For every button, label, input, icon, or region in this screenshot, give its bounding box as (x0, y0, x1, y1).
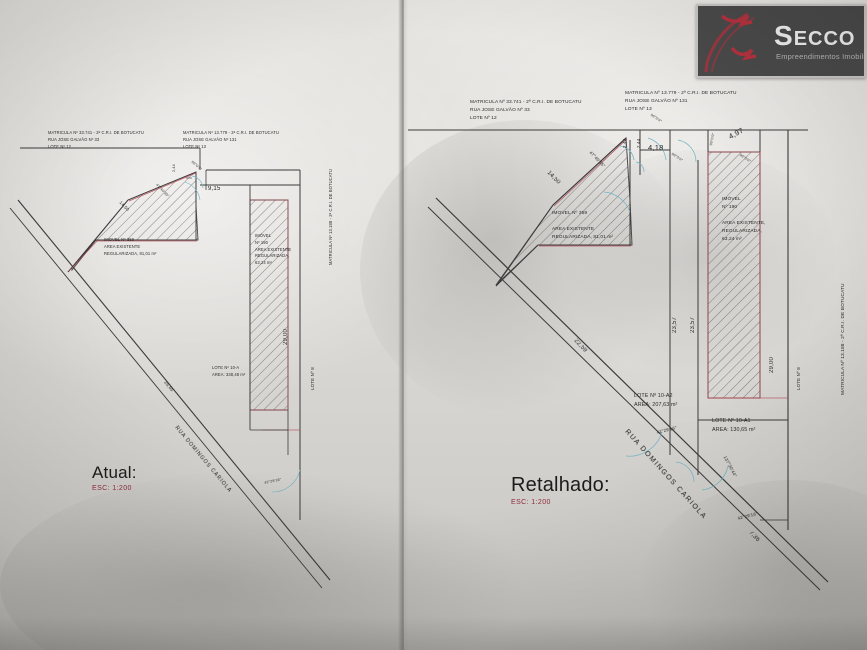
left-dim-top-width: 9,15 (208, 186, 221, 192)
logo-swoosh-icon (704, 12, 757, 73)
left-title-block: Atual: ESC: 1:200 (92, 463, 137, 492)
logo-wordmark: SECCO (774, 20, 856, 51)
right-dim-mid-vert-1: 23,57 (672, 316, 678, 333)
left-lot-right-label: LOTE Nº 8 (310, 367, 315, 390)
left-title: Atual: (92, 463, 137, 482)
right-plan-drawing (408, 0, 867, 650)
left-lot-label: LOTE Nº 10-A AREA: 338,48 m² (212, 365, 246, 377)
logo-tagline: Empreendimentos Imobiliários (776, 52, 866, 61)
left-matricula-right-label: MATRICULA Nº 13.188 - 2ª C.R.I. DE BOTUC… (328, 169, 333, 265)
right-lot-a1-label: LOTE Nº 10-A1 AREA: 130,65 m² (712, 418, 756, 433)
right-title-block: Retalhado: ESC: 1:200 (511, 474, 610, 506)
left-scale: ESC: 1:200 (92, 485, 132, 492)
right-parcel-a-label: IMOVEL Nº 359 AREA EXISTENTE REGULARIZAD… (552, 211, 614, 240)
left-parcel-a-label: IMOVEL Nº 359 AREA EXISTENTE REGULARIZAD… (104, 237, 157, 256)
right-header-left-block: MATRICULA Nº 33.741 - 2ª C.R.I. DE BOTUC… (470, 100, 582, 121)
right-scale: ESC: 1:200 (511, 499, 551, 506)
left-plan-drawing (0, 0, 400, 650)
left-header-right-block: MATRICULA Nº 13.779 - 2ª C.R.I. DE BOTUC… (183, 130, 279, 149)
right-dim-right-vert: 29,00 (769, 356, 775, 373)
left-dim-right-vert: 29,00 (283, 328, 289, 345)
right-lot-right-label: LOTE Nº 8 (796, 367, 801, 390)
right-dim-mid-vert-2: 23,57 (690, 316, 696, 333)
right-lot-a2-label: LOTE Nº 10-A2 AREA: 207,63 m² (634, 393, 678, 408)
right-parcel-b-label: IMÓVEL Nº 190 AREA EXISTENTE, REGULARIZA… (722, 197, 766, 242)
right-dim-short-vert-1: 2,44 (622, 138, 627, 148)
right-dim-top-gap: 4,18 (648, 143, 664, 152)
right-dim-short-vert-2: 2,44 (636, 138, 641, 148)
right-title: Retalhado: (511, 474, 610, 496)
secco-logo: SECCO Empreendimentos Imobiliários (696, 4, 866, 78)
left-parcel-b-label: IMÓVEL Nº 190 AREA EXISTENTE REGULARIZAD… (255, 233, 292, 265)
left-dim-short-vert: 2,44 (172, 164, 176, 172)
right-matricula-right-label: MATRICULA Nº 13.188 - 2ª C.R.I. DE BOTUC… (841, 283, 846, 395)
left-header-left-block: MATRICULA Nº 33.741 - 2ª C.R.I. DE BOTUC… (48, 130, 144, 149)
right-header-right-block: MATRICULA Nº 13.779 - 2ª C.R.I. DE BOTUC… (625, 91, 737, 112)
